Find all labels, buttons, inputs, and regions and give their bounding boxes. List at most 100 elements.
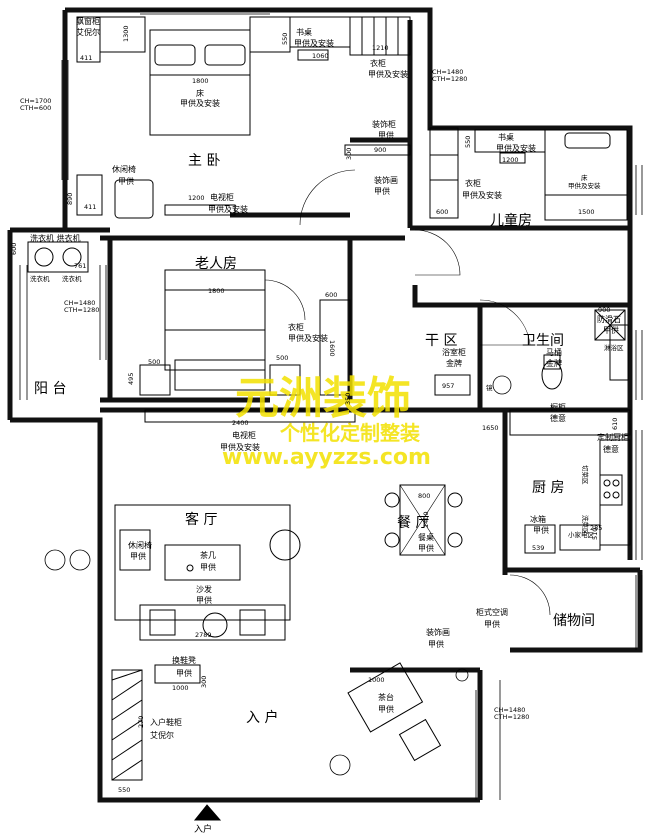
wardrobe-elder — [319, 299, 351, 396]
room-balcony: 阳 台 — [34, 381, 66, 397]
label-dim-957: 957 — [442, 382, 454, 390]
label-dim-800: 800 — [418, 492, 430, 500]
sofa — [139, 604, 286, 641]
label-dim-600c: 600 — [325, 291, 337, 299]
shoe-cabinet — [111, 669, 143, 781]
label-sofa-sup: 甲供 — [196, 595, 212, 605]
label-desk-a: 书桌 — [296, 27, 312, 37]
label-deco-wall2: 装饰画 — [426, 627, 450, 637]
label-dim-495: 495 — [127, 373, 135, 385]
label-sofa: 沙发 — [196, 584, 212, 594]
wardrobe-master — [349, 16, 411, 56]
master-bed — [149, 29, 251, 136]
label-kid-bed: 床 — [581, 173, 588, 182]
dining-table — [399, 484, 446, 556]
label-vanity-sup: 金牌 — [446, 358, 462, 368]
room-entry: 入 户 — [246, 709, 278, 726]
label-dim-300: 300 — [345, 148, 353, 160]
coffee-table — [164, 544, 241, 581]
label-dim-1600: 1600 — [328, 340, 336, 357]
label-mirror: 镜 — [486, 383, 493, 392]
label-ac: 柜式空调 — [476, 607, 508, 617]
label-tv-cab2: 电视柜 — [232, 430, 256, 440]
label-sink-area: 洗菜区 — [581, 515, 590, 535]
label-shower: 防滑石 — [597, 314, 621, 324]
label-dim-2400: 2400 — [232, 419, 249, 427]
label-dim-1200: 1200 — [502, 156, 519, 164]
label-dining-table: 餐桌 — [418, 532, 434, 542]
label-tv-cab: 电视柜 — [210, 192, 234, 202]
label-dim-350: 350 — [344, 393, 352, 405]
label-bed-dim: 1800 — [192, 77, 209, 85]
elder-bed — [164, 269, 266, 371]
fridge — [524, 524, 556, 554]
room-dry: 干 区 — [425, 333, 457, 349]
label-dim-500a: 500 — [148, 358, 160, 366]
label-cut-area: 切菜区 — [581, 465, 590, 485]
label-dim-1210: 1210 — [372, 44, 389, 52]
label-dim-2789: 2789 — [195, 631, 212, 639]
label-dim-600: 600 — [436, 208, 448, 216]
label-deco-wall2-sup: 甲供 — [428, 639, 444, 649]
label-dryer: 洗衣机 — [62, 274, 82, 283]
room-master: 主 卧 — [188, 153, 220, 169]
label-lounge2-sup: 甲供 — [130, 551, 146, 561]
label-dim-550c: 550 — [118, 786, 130, 794]
room-living: 客 厅 — [185, 511, 217, 528]
label-toilet-sup: 金牌 — [546, 358, 562, 368]
tea-stand — [347, 662, 424, 733]
tv-cabinet-master — [164, 204, 236, 216]
label-ch-d: CH=1480 — [494, 706, 525, 714]
label-dim-539: 539 — [532, 544, 544, 552]
label-dim-1300: 1300 — [122, 25, 130, 42]
watermark-url: www.ayyzzs.com — [222, 445, 431, 470]
label-dim-900: 900 — [374, 146, 386, 154]
label-dim-890: 890 — [66, 193, 74, 205]
label-dim-1000b: 1000 — [368, 676, 385, 684]
label-deco-wall: 装饰画 — [374, 175, 398, 185]
label-deco-cab: 装饰柜 — [372, 119, 396, 129]
label-bay-dim: 411 — [80, 54, 92, 62]
label-dim-270: 270 — [137, 716, 145, 728]
label-tv-sup: 甲供及安装 — [208, 204, 248, 214]
label-dim-610: 610 — [611, 418, 619, 430]
label-cabinet-b: 定制厨柜 — [597, 432, 629, 442]
label-wardrobe-m: 衣柜 — [370, 58, 386, 68]
plants — [44, 375, 512, 776]
label-wardrobe-e-sup: 甲供及安装 — [288, 333, 328, 343]
label-ch-a: CH=1480 — [432, 68, 463, 76]
kids-bed — [544, 129, 628, 221]
label-cth-b: CTH=600 — [20, 104, 51, 112]
label-dim-510: 510 — [591, 528, 599, 540]
label-bed: 床 — [196, 88, 204, 98]
label-vanity: 浴室柜 — [442, 347, 466, 357]
label-dim-1400: 1400 — [422, 511, 430, 528]
label-cth-a: CTH=1280 — [432, 75, 467, 83]
label-wardrobe-k: 衣柜 — [465, 178, 481, 188]
label-cth-d: CTH=1280 — [494, 713, 529, 721]
label-bed-sup: 甲供及安装 — [180, 98, 220, 108]
label-tv-cab2-sup: 甲供及安装 — [220, 442, 260, 452]
room-dining: 餐 厅 — [397, 515, 429, 531]
label-shoe-cab-sup: 艾倪尔 — [150, 730, 174, 740]
label-bath-area: 淋浴区 — [604, 343, 624, 352]
label-shoe-bench: 换鞋凳 — [172, 655, 196, 665]
label-kid-bed-dim: 1500 — [578, 208, 595, 216]
watermark-brand: 元洲装饰 — [235, 373, 411, 424]
label-washer: 洗衣机 — [30, 274, 50, 283]
label-fridge: 冰箱 — [530, 514, 546, 524]
label-lounge2: 休闲椅 — [128, 540, 152, 550]
room-kids: 儿童房 — [490, 212, 532, 229]
label-deco-cab-sup: 甲供 — [378, 130, 394, 140]
label-cth-c: CTH=1280 — [64, 306, 99, 314]
label-small-app: 小家电区 — [568, 530, 595, 539]
label-washer-dryer: 洗衣机 烘衣机 — [30, 233, 81, 243]
label-shoe-cab: 入户鞋柜 — [150, 717, 182, 727]
label-dim-1650: 1650 — [482, 424, 499, 432]
label-wardrobe-e: 衣柜 — [288, 322, 304, 332]
label-lounge: 休闲椅 — [112, 164, 136, 174]
windows — [19, 9, 643, 800]
label-fridge-sup: 甲供 — [533, 525, 549, 535]
label-dining-sup: 甲供 — [418, 543, 434, 553]
entry-arrow-icon — [193, 804, 222, 821]
